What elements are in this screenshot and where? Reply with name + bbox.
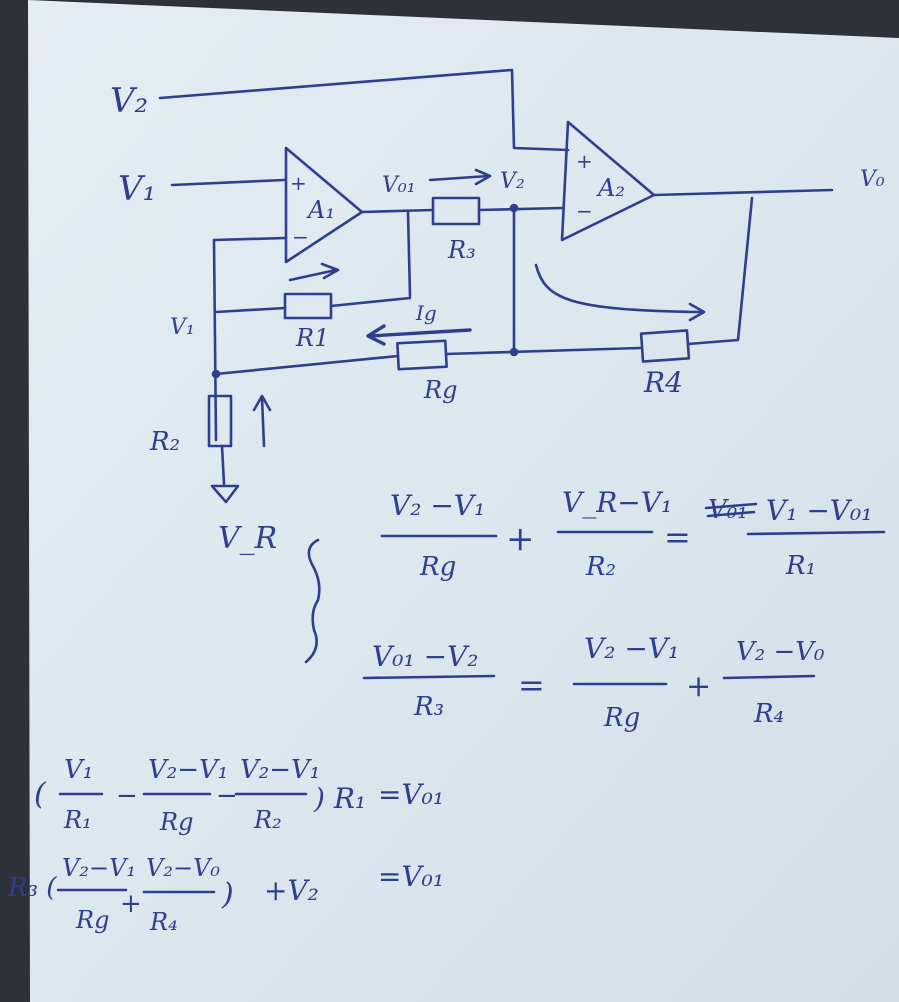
eq4-f2-den: R₄: [149, 908, 178, 936]
wire-r3-to-a2: [477, 206, 564, 212]
opamp-a1-plus: +: [290, 171, 307, 195]
eq2-t1-num: V₂ −V₁: [584, 632, 679, 665]
wire-rg-right: [444, 346, 642, 356]
equations: V₂ −V₁ Rg + V_R−V₁ R₂ = V₀₁ V₁ −V₀₁ R₁ V…: [7, 486, 886, 936]
node-dot: [211, 369, 221, 379]
eq4-f1-den: Rg: [75, 906, 109, 934]
eq1-eq: =: [664, 518, 691, 556]
eq2-t1-den: Rg: [603, 703, 640, 733]
node-dot: [509, 347, 519, 357]
eq3-f2-num: V₂−V₁: [148, 755, 228, 785]
label-vo: V₀: [860, 167, 885, 192]
node-dot: [509, 203, 519, 213]
eq2-eq: =: [518, 666, 545, 704]
opamp-a1-name: A₁: [306, 196, 335, 224]
label-ig: Ig: [415, 301, 437, 325]
eq1-t2-num: V_R−V₁: [562, 486, 672, 519]
arrow-r2-current: [252, 394, 272, 448]
eq1-t1-den: Rg: [419, 552, 456, 582]
eq3-open: (: [34, 777, 47, 812]
eq3-minus2: −: [216, 781, 238, 811]
circuit-diagram: [158, 68, 834, 504]
wire-r1-left: [214, 306, 287, 314]
eq2-op: +: [686, 669, 711, 704]
eq2-t2-num: V₂ −V₀: [736, 637, 825, 667]
eq2-lhs-num: V₀₁ −V₂: [372, 640, 478, 673]
eq4-close: ): [221, 877, 234, 912]
label-vr: V_R: [218, 521, 277, 556]
wire-rg-left: [214, 354, 400, 376]
eq1-struck: V₀₁: [708, 495, 748, 525]
paper-background: [28, 0, 899, 1002]
eq1-t1-num: V₂ −V₁: [390, 489, 485, 522]
eq3-f2-den: Rg: [159, 808, 193, 836]
wire-r1-right: [329, 296, 412, 308]
label-v2-node: V₂: [500, 169, 525, 194]
arrow-ig-current: [366, 324, 472, 346]
eq3-minus1: −: [116, 781, 138, 811]
arrow-r1-current: [288, 262, 340, 282]
eq2-lhs-den: R₃: [413, 692, 444, 722]
opamp-a2: [560, 120, 656, 242]
eq3-f1-num: V₁: [64, 755, 93, 785]
opamp-a2-plus: +: [576, 149, 593, 173]
label-rg: Rg: [423, 376, 457, 404]
eq3-f3-num: V₂−V₁: [240, 755, 320, 785]
wire-a1-output: [360, 208, 435, 214]
system-brace: [304, 538, 321, 664]
eq4-f1-num: V₂−V₁: [62, 854, 136, 882]
eq2-t2-den: R₄: [753, 699, 784, 729]
wire-vo1-down: [406, 210, 412, 298]
opamp-a2-name: A₂: [596, 174, 625, 202]
resistor-r2: [207, 394, 233, 448]
label-r3: R₃: [447, 236, 476, 264]
equation-1: V₂ −V₁ Rg + V_R−V₁ R₂ = V₀₁ V₁ −V₀₁ R₁: [380, 486, 886, 582]
eq1-op1: +: [506, 519, 535, 559]
eq3-eq: =V₀₁: [378, 778, 444, 811]
eq3-close: ) R₁: [313, 782, 366, 815]
eq3-f1-den: R₁: [63, 806, 92, 834]
equation-3: ( V₁ R₁ − V₂−V₁ Rg − V₂−V₁ R₂ ) R₁ =V₀₁: [34, 755, 444, 836]
label-r4: R4: [643, 366, 683, 399]
circuit-labels: V₂ V₁ V₁ V₀₁ V₂ V₀ V_R Ig + − A₁ + − A₂ …: [110, 81, 885, 556]
arrow-feedback-curve: [534, 263, 706, 322]
opamp-a1-minus: −: [292, 225, 309, 249]
wire-r4-to-output: [686, 196, 754, 346]
eq4-prefix: R₃ (: [7, 873, 57, 903]
opamp-a2-minus: −: [576, 199, 593, 223]
eq3-f3-den: R₂: [253, 806, 282, 834]
arrow-vo1-current: [428, 168, 492, 186]
equation-2: V₀₁ −V₂ R₃ = V₂ −V₁ Rg + V₂ −V₀ R₄: [362, 632, 825, 733]
eq4-eq: =V₀₁: [378, 860, 444, 893]
wire-a2-output: [652, 188, 834, 197]
label-vo1: V₀₁: [382, 173, 416, 198]
label-v2-input: V₂: [110, 81, 148, 121]
wire-r2-down: [220, 444, 226, 486]
eq1-t2-den: R₂: [585, 552, 616, 582]
label-v1-input: V₁: [118, 169, 156, 209]
label-r2: R₂: [149, 427, 180, 457]
eq4-f2-num: V₂−V₀: [146, 854, 220, 882]
eq1-rhs-num: V₁ −V₀₁: [766, 494, 872, 527]
label-v1-node: V₁: [170, 315, 195, 340]
eq1-rhs-den: R₁: [785, 551, 816, 581]
strike-mark: [704, 502, 758, 518]
label-r1: R1: [295, 324, 329, 352]
eq4-tail: +V₂: [264, 874, 319, 907]
vr-ground-triangle: [210, 484, 240, 504]
wire-v2-input: [158, 68, 570, 152]
equation-4: R₃ ( V₂−V₁ Rg + V₂−V₀ R₄ ) +V₂ =V₀₁: [7, 854, 444, 936]
opamp-a1: [284, 146, 364, 264]
wire-v1-input: [170, 178, 286, 187]
eq4-plus: +: [120, 889, 142, 919]
